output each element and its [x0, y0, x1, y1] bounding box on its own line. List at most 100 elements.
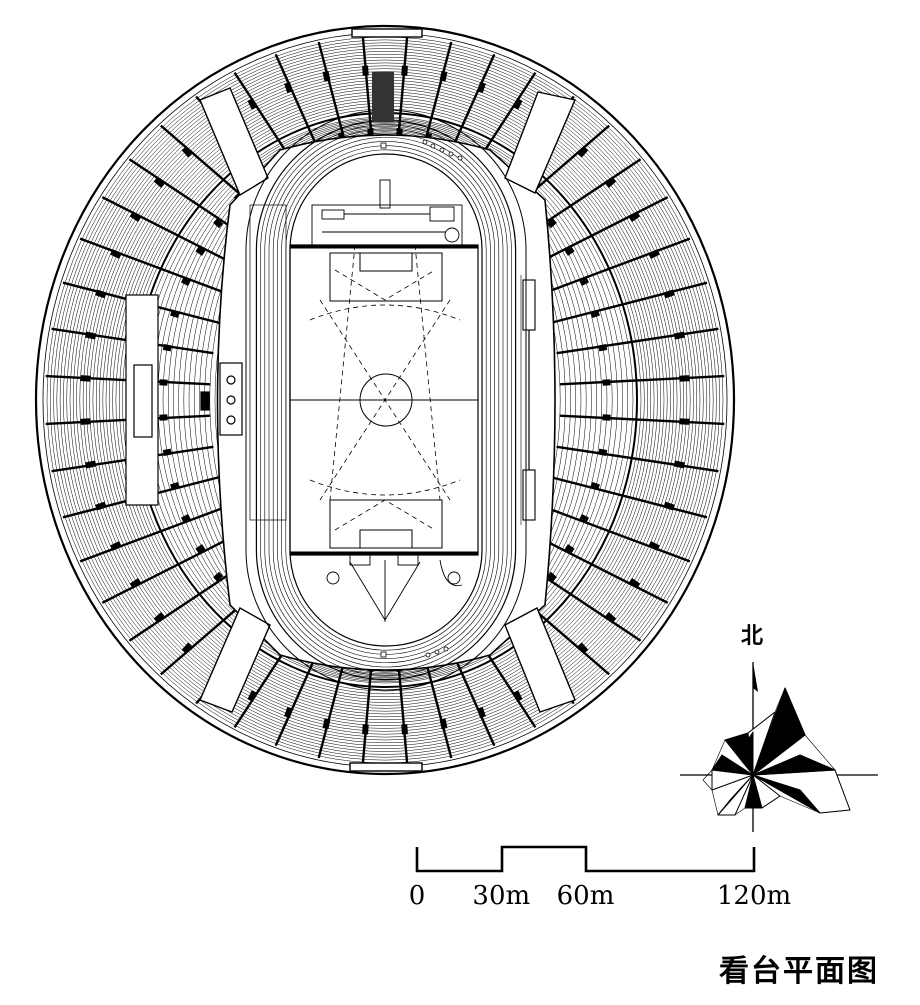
vomitory-block: [129, 211, 142, 222]
vomitory-block: [162, 448, 172, 457]
north-label: 北: [741, 624, 763, 649]
vomitory-block: [110, 541, 122, 551]
radial-aisle: [101, 532, 241, 604]
vomitory-block: [180, 514, 191, 523]
sector-line: [329, 244, 441, 501]
track-lane-line: [272, 136, 500, 664]
wind-petal-n: [739, 731, 754, 776]
vomitory-block: [80, 418, 91, 425]
vomitory-block: [439, 70, 448, 82]
corner-opening-nw: [199, 87, 269, 197]
track-lane-line: [285, 149, 487, 651]
sector-line: [309, 304, 461, 321]
vomitory-block: [362, 724, 369, 735]
vomitory-block: [110, 249, 122, 259]
vomitory-block: [401, 724, 408, 735]
vomitory-block: [170, 481, 180, 491]
vomitory-block: [170, 309, 180, 319]
seat-row-outer-tier: [56, 45, 714, 755]
event-circle: [444, 227, 460, 243]
stadium-outer-wall: [34, 24, 736, 776]
vomitory-block: [679, 375, 690, 382]
sprint-lane-block: [249, 204, 287, 521]
vip-fixture: [226, 415, 236, 425]
corner-opening-ne: [504, 91, 576, 194]
seat-row-inner-tier: [162, 123, 608, 677]
vomitory-block: [439, 718, 448, 730]
vomitory-block: [85, 460, 97, 469]
sector-line: [334, 269, 436, 301]
inner-stand-edge: [216, 134, 556, 671]
throwing-circle: [326, 571, 340, 585]
vomitory-block: [322, 70, 331, 82]
south-field-event-area: [326, 554, 463, 622]
vomitory-block: [604, 176, 617, 188]
seat-row-outer-tier: [82, 68, 688, 732]
west-vip-box: [125, 294, 243, 506]
sector-line: [309, 479, 461, 496]
event-pit: [321, 209, 345, 220]
wind-petal-ese: [752, 774, 821, 814]
compass-north-arrow-icon: [753, 662, 758, 692]
seat-row-outer-tier: [66, 54, 704, 746]
track-lane-line: [289, 153, 483, 647]
seat-row-inner-tier: [178, 127, 592, 673]
vomitory-block: [546, 218, 557, 229]
fixture: [425, 652, 431, 658]
vomitory-block: [598, 448, 608, 457]
vomitory-block: [673, 331, 685, 340]
main-entrances: [349, 28, 423, 772]
stadium-plan: [34, 24, 736, 776]
vomitory-block: [362, 65, 369, 76]
fixture: [434, 649, 440, 655]
scale-bar-tick-label: 30m: [472, 881, 530, 911]
vomitory-block: [322, 718, 331, 730]
throwing-circle: [447, 571, 461, 585]
vomitory-block: [153, 612, 166, 624]
vomitory-block: [181, 642, 193, 654]
event-bar: [397, 554, 419, 566]
vomitory-block: [247, 690, 258, 702]
pitch-centre-circle: [359, 373, 413, 427]
vomitory-block: [284, 706, 294, 719]
east-panel: [522, 469, 536, 521]
vomitory-block: [159, 379, 168, 386]
track-lane-line: [255, 119, 517, 681]
west-sprint-lanes: [249, 204, 287, 521]
vomitory-block: [213, 571, 224, 582]
seat-row-outer-tier: [72, 59, 698, 741]
vomitory-block: [195, 246, 206, 256]
vomitory-block: [564, 544, 575, 554]
fixture: [422, 139, 428, 145]
seat-row-outer-tier: [50, 39, 720, 761]
seat-row-outer-tier: [53, 42, 717, 758]
vomitory-block: [85, 331, 97, 340]
vomitory-block: [247, 98, 258, 110]
radial-aisle: [529, 532, 669, 604]
event-zone: [311, 204, 463, 246]
event-bar: [349, 554, 371, 566]
radial-aisle: [541, 504, 691, 563]
track-outer-apron: [245, 109, 527, 691]
vomitory-block: [602, 414, 611, 421]
north-compass-wind-rose: 北: [680, 624, 878, 832]
vomitory-block: [181, 146, 193, 158]
vomitory-block: [590, 481, 600, 491]
vomitory-block: [648, 249, 660, 259]
vomitory-block: [195, 544, 206, 554]
vomitory-block: [598, 343, 608, 352]
end-fixtures: [380, 139, 463, 658]
north-field-event-area: [311, 179, 463, 246]
track-lane-line: [264, 128, 508, 672]
vomitory-block: [213, 218, 224, 229]
vomitory-block: [180, 277, 191, 286]
scale-bar-tick-label: 60m: [557, 881, 615, 911]
vomitory-block: [577, 146, 589, 158]
wind-envelope-thin: [702, 687, 851, 816]
radial-aisle: [559, 414, 725, 426]
vomitory-block: [663, 289, 675, 299]
radial-aisle: [556, 327, 719, 355]
seat-row-outer-tier: [69, 56, 701, 744]
vomitory-block: [284, 81, 294, 94]
